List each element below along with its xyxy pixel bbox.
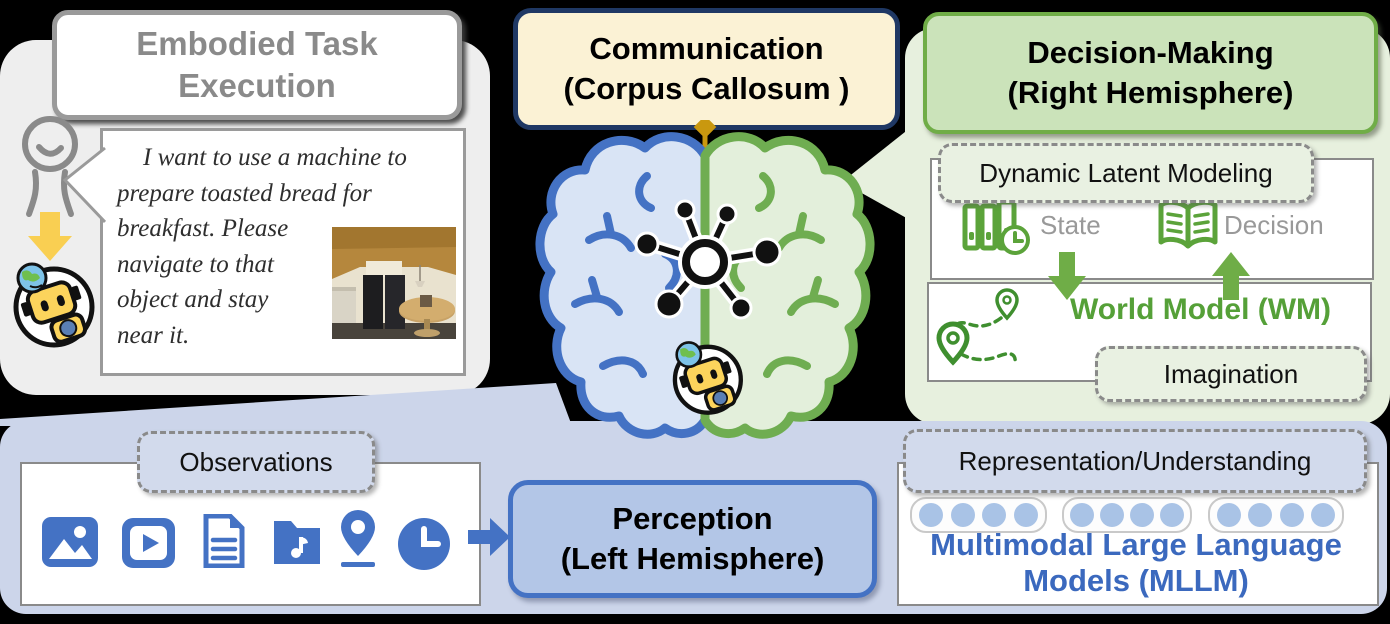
embodied-task-title-line1: Embodied Task: [136, 24, 378, 62]
token-dot: [1100, 503, 1124, 527]
embodied-task-title-line2: Execution: [178, 67, 336, 104]
token-dot: [1217, 503, 1242, 527]
perception-title: Perception (Left Hemisphere): [508, 480, 877, 598]
robot-icon: [672, 341, 743, 415]
representation-pill: Representation/Understanding: [903, 429, 1367, 493]
yellow-down-arrow: [28, 212, 72, 261]
token-dot: [1310, 503, 1335, 527]
decision-book-icon: [1158, 200, 1218, 249]
brain-right-hemisphere: [700, 132, 875, 439]
token-dot: [1279, 503, 1304, 527]
brain-diagram: [535, 120, 875, 439]
robot-icon: [13, 262, 95, 348]
token-chip: [910, 497, 1047, 533]
route-icon: [936, 288, 1019, 366]
token-dot: [950, 503, 975, 527]
token-dot: [1013, 503, 1038, 527]
location-pin-icon: [341, 510, 375, 567]
embodied-task-title: Embodied Task Execution: [52, 10, 462, 120]
decision-label: Decision: [1224, 210, 1324, 240]
token-chip: [1208, 497, 1344, 533]
dynamic-latent-modeling-pill: Dynamic Latent Modeling: [938, 143, 1314, 203]
mllm-title: Multimodal Large Language Models (MLLM): [897, 527, 1375, 600]
decision-making-title: Decision-Making (Right Hemisphere): [923, 12, 1378, 134]
speech-bubble-pointer: [62, 146, 106, 224]
neural-hub-icon: [634, 199, 782, 320]
speech-text-part2: breakfast. Please navigate to that objec…: [117, 215, 289, 349]
communication-title-line1: Communication: [589, 31, 824, 67]
document-icon: [203, 514, 245, 568]
token-dot: [1070, 503, 1094, 527]
perception-title-line2: (Left Hemisphere): [560, 541, 825, 576]
speech-text: I want to use a machine to prepare toast…: [103, 131, 463, 361]
communication-title-line2: (Corpus Callosum ): [563, 71, 850, 106]
clock-icon: [398, 518, 450, 570]
token-dot: [982, 503, 1007, 527]
token-dot: [1160, 503, 1184, 527]
decision-panel-callout-arrow: [842, 128, 910, 220]
audio-folder-icon: [274, 521, 320, 564]
mllm-title-line1: Multimodal Large Language: [930, 527, 1342, 562]
green-down-arrow: [1048, 252, 1086, 300]
perception-panel-wedge: [0, 383, 572, 426]
token-dot: [1130, 503, 1154, 527]
observations-label: Observations: [179, 446, 333, 477]
green-up-arrow: [1212, 252, 1250, 300]
imagination-pill: Imagination: [1095, 346, 1367, 402]
dynamic-latent-modeling-label: Dynamic Latent Modeling: [979, 157, 1273, 188]
blue-right-arrow: [468, 518, 510, 556]
token-dot: [919, 503, 944, 527]
video-icon: [122, 518, 175, 568]
image-icon: [42, 517, 98, 567]
observations-pill: Observations: [137, 431, 375, 493]
decision-making-title-line1: Decision-Making: [1027, 35, 1274, 71]
world-model-label: World Model (WM): [1069, 293, 1332, 326]
imagination-label: Imagination: [1163, 358, 1299, 389]
person-icon: [22, 116, 78, 217]
decision-making-title-line2: (Right Hemisphere): [1007, 75, 1294, 110]
kitchen-photo: [332, 227, 456, 339]
state-label: State: [1040, 210, 1101, 240]
token-dot: [1248, 503, 1273, 527]
representation-label: Representation/Understanding: [958, 445, 1312, 476]
state-archive-icon: [962, 200, 1030, 255]
communication-title: Communication (Corpus Callosum ): [513, 8, 900, 130]
speech-text-part1: I want to use a machine to prepare toast…: [117, 144, 407, 207]
token-chip: [1062, 497, 1192, 533]
perception-title-line1: Perception: [612, 501, 773, 537]
mllm-title-line2: Models (MLLM): [1023, 563, 1249, 599]
